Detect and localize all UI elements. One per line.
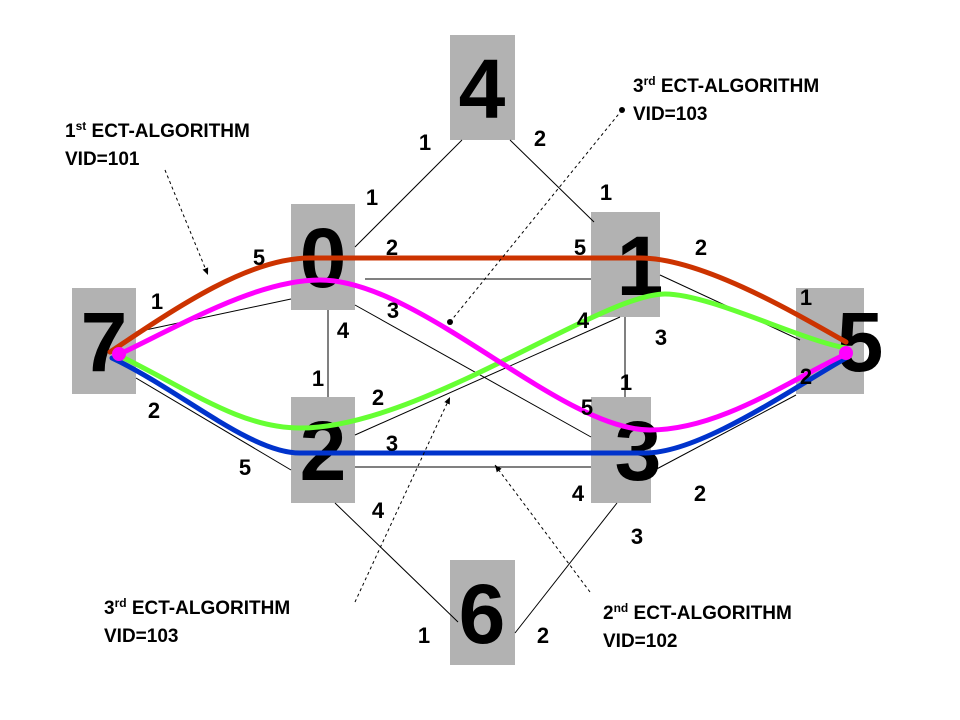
annotation-vid102: 2nd ECT-ALGORITHM VID=102 [603,601,792,652]
annotation-vid103-bottom: 3rd ECT-ALGORITHM VID=103 [104,596,290,647]
svg-text:2nd ECT-ALGORITHM: 2nd ECT-ALGORITHM [603,601,792,624]
weight-label: 2 [537,623,549,648]
node-2: 2 [291,397,355,503]
annotation-vid101: 1st ECT-ALGORITHM VID=101 [65,119,250,170]
weight-label: 1 [800,285,812,310]
node-4: 4 [450,35,515,140]
pointer-vid103-bottom [354,396,451,603]
weight-label: 4 [577,308,590,333]
weight-label: 1 [419,130,431,155]
weight-label: 1 [620,370,632,395]
node-label: 7 [81,295,128,389]
edge-4-1 [509,139,595,223]
weight-label: 4 [572,481,585,506]
pointer-vid101 [164,169,209,276]
edge-7-2 [135,377,292,471]
weight-label: 2 [800,364,812,389]
weight-label: 1 [151,289,163,314]
weight-label: 3 [631,524,643,549]
weight-label: 1 [312,366,324,391]
weight-label: 5 [581,395,593,420]
path-vid103 [117,277,849,433]
endpoint-5 [839,346,853,360]
path-vid101 [107,255,849,355]
weight-label: 2 [695,235,707,260]
weight-label: 3 [386,431,398,456]
edge-0-3 [354,304,592,438]
path-green [113,291,849,431]
node-3: 3 [591,397,661,503]
weight-label: 2 [694,481,706,506]
weight-label: 2 [372,385,384,410]
annotation-vid: VID=103 [633,104,707,125]
weight-label: 5 [253,245,265,270]
svg-text:3rd ECT-ALGORITHM: 3rd ECT-ALGORITHM [633,74,819,97]
svg-text:1st ECT-ALGORITHM: 1st ECT-ALGORITHM [65,119,250,142]
path-vid102 [109,355,849,456]
weight-label: 3 [387,298,399,323]
node-6: 6 [450,560,515,665]
edge-3-5 [650,394,797,473]
annotation-vid: VID=102 [603,631,677,652]
weight-label: 1 [366,185,378,210]
edge-7-0 [135,298,292,333]
weight-label: 4 [337,318,350,343]
pointer-dot [619,107,625,113]
weight-label: 5 [574,235,586,260]
weight-label: 5 [239,455,251,480]
annotation-vid: VID=101 [65,149,140,170]
edge-2-6 [334,502,459,623]
weight-label: 4 [372,498,385,523]
edge-2-1 [354,316,621,436]
weight-label: 1 [418,623,430,648]
edge-4-0 [354,139,463,248]
annotation-vid103-top: 3rd ECT-ALGORITHM VID=103 [633,74,819,125]
weight-label: 3 [655,325,667,350]
weight-label: 2 [534,126,546,151]
pointer-dot [447,319,453,325]
weight-label: 1 [600,180,612,205]
node-label: 4 [459,42,506,136]
annotation-vid: VID=103 [104,626,178,647]
node-label: 6 [459,567,506,661]
svg-text:3rd ECT-ALGORITHM: 3rd ECT-ALGORITHM [104,596,290,619]
edge-weights: 1 2 1 1 5 2 5 2 1 3 4 4 3 1 1 2 1 5 2 2 … [148,126,812,648]
endpoint-7 [112,347,126,361]
weight-label: 2 [386,235,398,260]
weight-label: 2 [148,398,160,423]
pointer-vid102 [494,464,591,593]
edge-3-6 [514,502,618,634]
